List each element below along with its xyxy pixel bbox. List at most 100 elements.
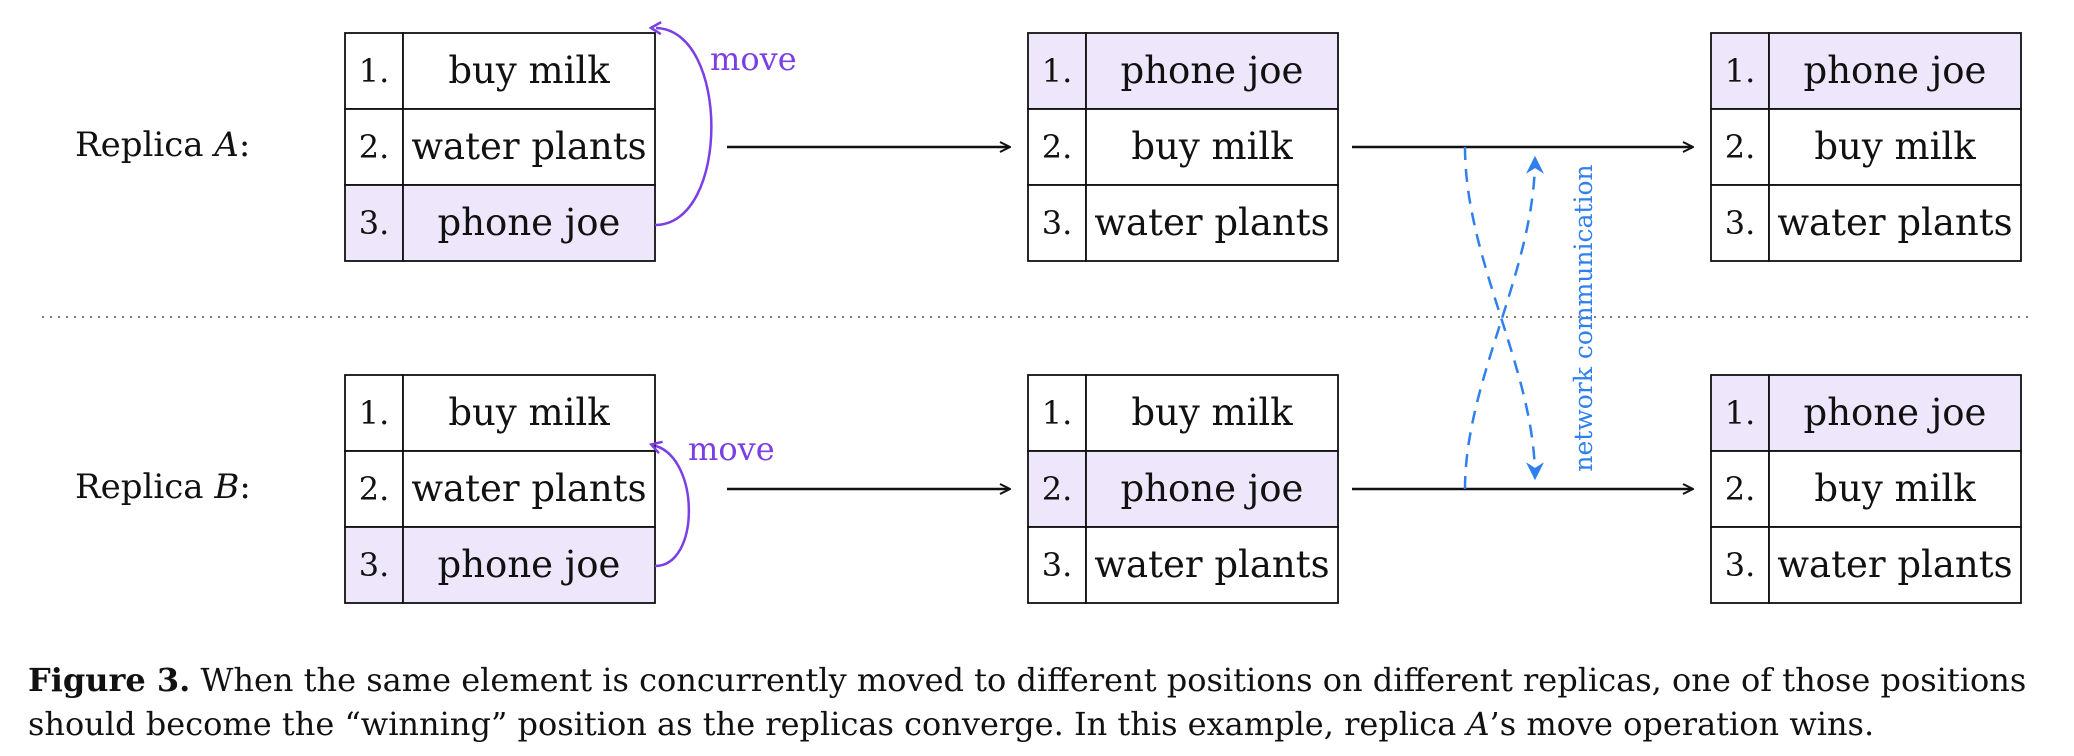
row-number-cell [1710,184,1770,262]
move-arrow-a [655,28,713,227]
row-item-cell [1085,450,1339,528]
row-item-cell [402,184,656,262]
row-number: 3. [359,204,390,242]
network-communication-label: network communication [1569,164,1598,471]
row-item: phone joe [1804,391,1987,434]
row-number: 1. [1725,394,1756,432]
replica-a-label: Replica A: [75,125,250,165]
table-row: 1. phone joe [1027,32,1339,110]
caption-text-2: ’s move operation wins. [1489,705,1875,743]
row-item-cell [402,374,656,452]
table-row: 2. buy milk [1710,450,2022,528]
row-item: water plants [1094,201,1329,244]
row-number: 3. [1042,204,1073,242]
row-number-cell [1710,526,1770,604]
table-row: 1. buy milk [344,32,656,110]
row-number-cell [1027,450,1087,528]
row-number-cell [1027,526,1087,604]
row-item: water plants [411,125,646,168]
replica-a-table-1: 1. buy milk 2. water plants 3. phone joe [344,32,656,262]
row-number: 3. [1725,546,1756,584]
row-number: 1. [1042,394,1073,432]
row-item: water plants [1094,543,1329,586]
row-item-cell [402,450,656,528]
row-number-cell [1710,374,1770,452]
row-item: phone joe [1121,49,1304,92]
row-item-cell [1768,184,2022,262]
row-item: phone joe [1121,467,1304,510]
table-row: 2. phone joe [1027,450,1339,528]
row-item: buy milk [1814,125,1976,168]
table-row: 1. buy milk [1027,374,1339,452]
row-item-cell [1768,108,2022,186]
replica-diagram: Replica A: Replica B: 1. buy milk 2. water … [42,0,2032,604]
row-item: phone joe [438,543,621,586]
row-item: buy milk [1131,391,1293,434]
row-number: 2. [359,128,390,166]
row-number: 2. [1725,470,1756,508]
row-item-cell [1085,108,1339,186]
row-number: 1. [1725,52,1756,90]
replica-b-table-2: 1. buy milk 2. phone joe 3. water plants [1027,374,1339,604]
move-label-a: move [710,40,797,78]
row-item: water plants [1777,543,2012,586]
row-number: 1. [359,394,390,432]
row-item: water plants [1777,201,2012,244]
row-number-cell [344,450,404,528]
table-row: 2. buy milk [1710,108,2022,186]
caption-figure-number: Figure 3. [28,661,191,699]
row-item-cell [1768,32,2022,110]
row-number: 2. [1042,128,1073,166]
row-number: 1. [359,52,390,90]
network-arrow-b-to-a [1463,155,1544,490]
replica-b-table-1: 1. buy milk 2. water plants 3. phone joe [344,374,656,604]
row-number-cell [344,32,404,110]
row-number: 3. [1725,204,1756,242]
row-item: buy milk [448,49,610,92]
row-item-cell [1085,374,1339,452]
row-number: 2. [1042,470,1073,508]
replica-b-table-3: 1. phone joe 2. buy milk 3. water plants [1710,374,2022,604]
row-item-cell [1085,526,1339,604]
table-row: 3. water plants [1710,526,2022,604]
row-number: 2. [1725,128,1756,166]
table-row: 1. phone joe [1710,32,2022,110]
table-row: 3. phone joe [344,184,656,262]
table-row: 3. water plants [1027,184,1339,262]
table-row: 2. water plants [344,450,656,528]
row-item-cell [402,32,656,110]
row-item: phone joe [1804,49,1987,92]
row-item-cell [1768,526,2022,604]
table-row: 1. buy milk [344,374,656,452]
table-row: 3. water plants [1027,526,1339,604]
row-item-cell [1085,32,1339,110]
table-row: 2. water plants [344,108,656,186]
row-item: phone joe [438,201,621,244]
figure-caption: Figure 3. When the same element is concu… [28,658,2058,746]
caption-text-1: When the same element is concurrently mo… [28,661,2027,743]
move-arrow-b [655,446,691,568]
replica-a-table-3: 1. phone joe 2. buy milk 3. water plants [1710,32,2022,262]
row-item: water plants [411,467,646,510]
todo-tables: 1. buy milk 2. water plants 3. phone joe 1. pho… [344,32,2022,604]
row-number-cell [344,374,404,452]
network-arrow-a-to-b [1463,146,1544,481]
row-item-cell [1085,184,1339,262]
row-item: buy milk [448,391,610,434]
replica-a-table-2: 1. phone joe 2.buy milk 3. water plants [1027,32,1339,262]
row-number: 1. [1042,52,1073,90]
row-item: buy milk [1814,467,1976,510]
table-row: 3. water plants [1710,184,2022,262]
table-row: 2.buy milk [1027,108,1339,186]
move-label-b: move [688,430,775,468]
table-row: 1. phone joe [1710,374,2022,452]
replica-b-label: Replica B: [75,467,251,507]
row-number: 3. [359,546,390,584]
row-number: 2. [359,470,390,508]
row-number-cell [344,184,404,262]
row-number-cell [344,526,404,604]
row-item-cell [402,108,656,186]
row-number: 3. [1042,546,1073,584]
caption-replica-name: A [1466,705,1490,743]
table-row: 3. phone joe [344,526,656,604]
